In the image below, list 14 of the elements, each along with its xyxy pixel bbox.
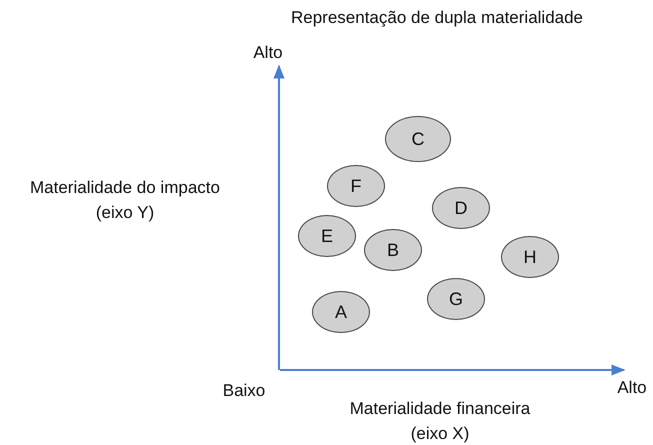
- item-label: F: [350, 176, 362, 196]
- item-label: G: [448, 288, 463, 310]
- item-label: H: [524, 246, 536, 268]
- axis-title: Materialidade do impacto (eixo Y): [29, 177, 221, 224]
- item-label: E: [320, 226, 333, 246]
- item-label: C: [412, 128, 424, 150]
- axis-end-label: Alto: [616, 377, 648, 399]
- diagram-title: Representação de dupla materialidade: [290, 7, 584, 29]
- axis-title: Materialidade financeira (eixo X): [348, 398, 532, 445]
- item-label: D: [454, 198, 468, 218]
- axis-end-label: Alto: [252, 42, 284, 64]
- item-label: B: [386, 240, 399, 260]
- axis-origin-label: Baixo: [222, 380, 266, 402]
- item-label: A: [334, 302, 347, 322]
